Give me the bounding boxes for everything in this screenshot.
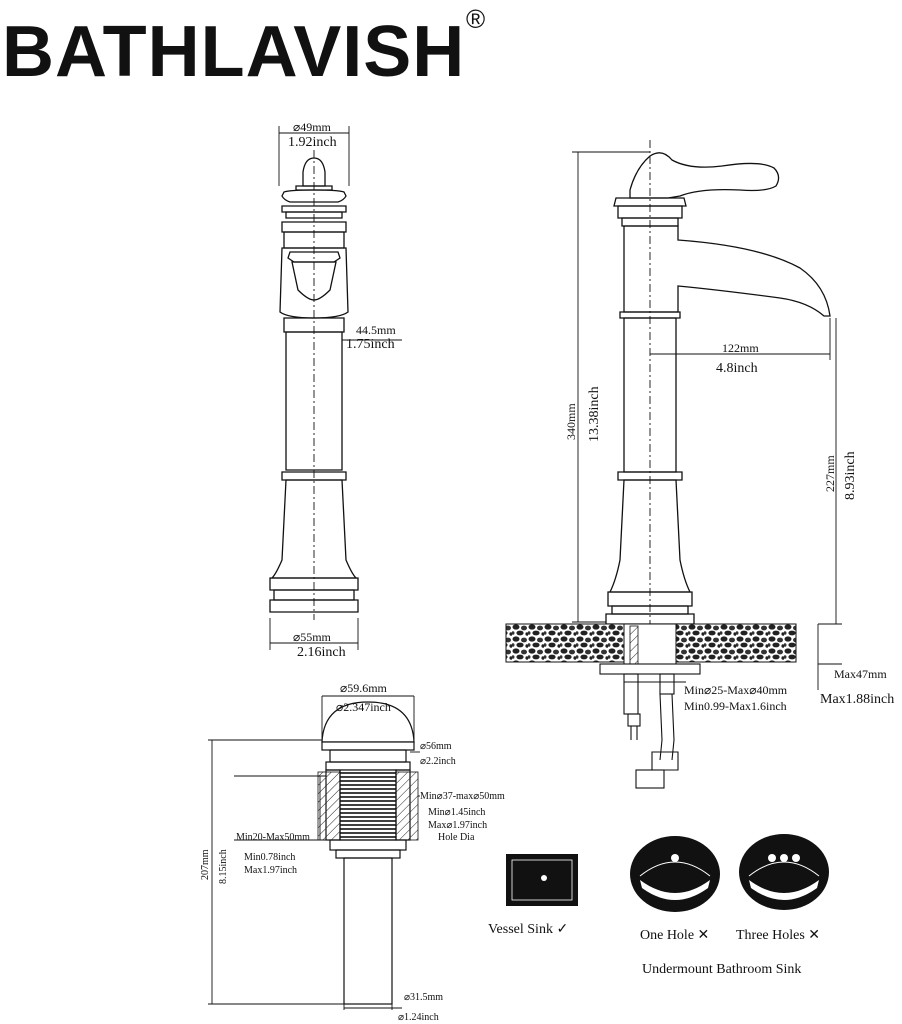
- drain-hole-dia-label: Hole Dia: [438, 832, 475, 843]
- drain-cap-dia-mm: ⌀59.6mm: [340, 681, 388, 695]
- three-holes-sink-icon: [739, 834, 829, 910]
- drain-hole-min-in: Min⌀1.45inch: [428, 807, 485, 818]
- front-top-dia-mm: ⌀49mm: [293, 120, 332, 134]
- faucet-front-view: [269, 150, 359, 620]
- undermount-label: Undermount Bathroom Sink: [642, 962, 801, 977]
- supply-lines: [623, 673, 679, 789]
- svg-text:340mm: 340mm: [564, 403, 578, 440]
- one-hole-label: One Hole ✕: [640, 928, 709, 943]
- drain-assembly: [321, 701, 415, 1005]
- vessel-sink-icon: [506, 854, 578, 906]
- front-top-dia-in: 1.92inch: [288, 135, 337, 150]
- drain-flange-dia-mm: ⌀56mm: [420, 741, 452, 752]
- side-counter-max-mm: Max47mm: [834, 667, 887, 681]
- svg-text:8.93inch: 8.93inch: [843, 451, 858, 500]
- side-hole-range-in: Min0.99-Max1.6inch: [684, 699, 787, 713]
- svg-text:207mm: 207mm: [200, 849, 211, 880]
- drain-thick-min-in: Min0.78inch: [244, 852, 295, 863]
- svg-text:13.38inch: 13.38inch: [587, 386, 602, 442]
- shank-thread: [629, 625, 639, 665]
- drain-pipe-dia-in: ⌀1.24inch: [398, 1012, 439, 1023]
- side-reach-in: 4.8inch: [716, 361, 758, 376]
- side-spout-height-in: 8.93inch: [843, 451, 858, 500]
- side-dimension-lines: [572, 151, 842, 690]
- drain-hole-max-in: Max⌀1.97inch: [428, 820, 487, 831]
- side-hole-range-mm: Min⌀25-Max⌀40mm: [684, 683, 788, 697]
- basin-section-right: [395, 771, 419, 841]
- drain-hole-range-mm: Min⌀37-max⌀50mm: [420, 791, 505, 802]
- drain-thick-mm: Min20-Max50mm: [236, 832, 310, 843]
- mount-plate: [599, 663, 701, 675]
- side-reach-mm: 122mm: [722, 341, 759, 355]
- side-spout-height-mm: 227mm: [823, 455, 837, 492]
- faucet-side-view: [605, 140, 831, 664]
- front-body-dia-mm: 44.5mm: [356, 323, 396, 337]
- drain-height-mm: 207mm: [200, 849, 211, 880]
- three-holes-label: Three Holes ✕: [736, 928, 820, 943]
- drain-dimension-lines: [208, 695, 420, 1010]
- svg-text:8.15inch: 8.15inch: [218, 849, 229, 884]
- svg-text:227mm: 227mm: [823, 455, 837, 492]
- brand-logo: BATHLAVISH: [2, 12, 466, 92]
- drain-pipe-dia-mm: ⌀31.5mm: [404, 992, 443, 1003]
- front-body-dia-in: 1.75inch: [346, 337, 395, 352]
- front-base-dia-in: 2.16inch: [297, 645, 346, 660]
- side-height-in: 13.38inch: [587, 386, 602, 442]
- drain-thick-max-in: Max1.97inch: [244, 865, 297, 876]
- registered-mark: ®: [466, 4, 486, 34]
- front-dimension-lines: [269, 126, 402, 650]
- drain-flange-dia-in: ⌀2.2inch: [420, 756, 456, 767]
- drain-cap-dia-in: ⌀2.347inch: [336, 700, 391, 714]
- front-base-dia-mm: ⌀55mm: [293, 630, 332, 644]
- basin-section-left: [317, 771, 341, 841]
- drain-height-in: 8.15inch: [218, 849, 229, 884]
- side-counter-max-in: Max1.88inch: [820, 692, 894, 707]
- side-height-mm: 340mm: [564, 403, 578, 440]
- vessel-sink-label: Vessel Sink ✓: [488, 922, 568, 937]
- one-hole-sink-icon: [630, 836, 720, 912]
